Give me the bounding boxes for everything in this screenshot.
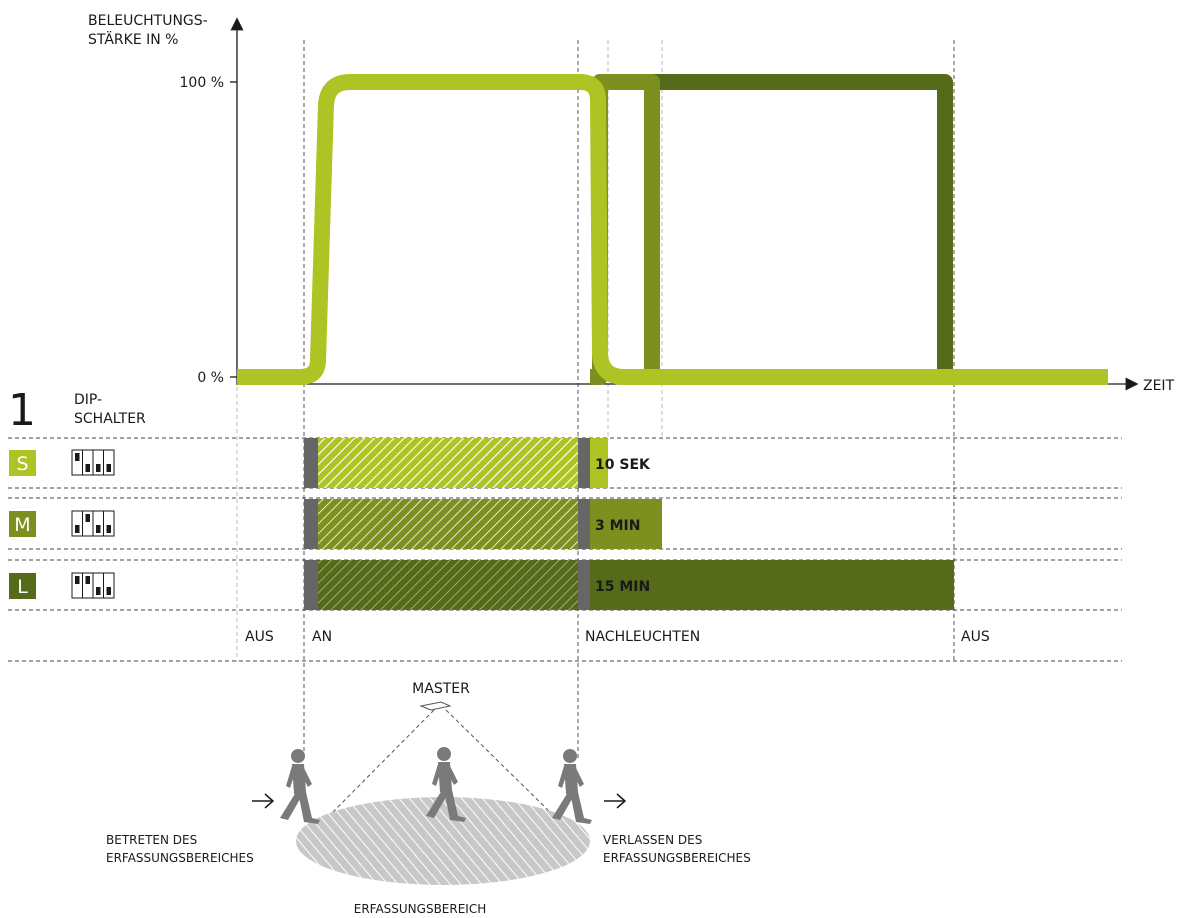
dip-label-line1: DIP- — [74, 392, 102, 408]
row-s-dip-switch-icon — [71, 449, 115, 476]
y-tick-label-100: 100 % — [180, 75, 224, 91]
leave-label-line1: VERLASSEN DES — [603, 833, 702, 847]
row-l-afterglow-bar — [590, 560, 954, 610]
row-s-duration: 10 SEK — [595, 457, 651, 473]
phase-aus-right: AUS — [961, 629, 990, 645]
row-l-dip-switch-icon — [71, 572, 115, 599]
sensor-icon — [419, 701, 452, 711]
master-label: MASTER — [412, 681, 470, 697]
y-axis-label-line1: BELEUCHTUNGS- — [88, 13, 208, 29]
x-axis-label: ZEIT — [1143, 378, 1175, 394]
detection-area — [296, 797, 590, 885]
row-m-end-marker — [578, 499, 590, 549]
phase-an: AN — [312, 629, 332, 645]
row-l: L 15 MIN — [9, 560, 954, 610]
row-m-duration: 3 MIN — [595, 518, 640, 534]
row-l-letter: L — [17, 576, 28, 598]
walking-person-icon — [280, 749, 320, 824]
row-m-letter-box — [9, 511, 36, 537]
walking-person-icon — [552, 749, 592, 824]
detection-cone-left — [329, 709, 435, 816]
row-m: M 3 MIN — [9, 499, 662, 549]
dip-label-line2: SCHALTER — [74, 411, 146, 427]
phase-nachleuchten: NACHLEUCHTEN — [585, 629, 700, 645]
leave-arrow-icon — [604, 793, 627, 809]
row-m-start-marker — [304, 499, 318, 549]
curve-short — [237, 74, 1108, 385]
row-s-end-marker — [578, 438, 590, 488]
y-axis-label-line2: STÄRKE IN % — [88, 30, 179, 48]
row-l-letter-box — [9, 573, 36, 599]
phase-aus-left: AUS — [245, 629, 274, 645]
leave-label-line2: ERFASSUNGSBEREICHES — [603, 851, 751, 865]
row-s-afterglow-bar — [590, 438, 608, 488]
row-l-end-marker — [578, 560, 590, 610]
enter-label-line1: BETRETEN DES — [106, 833, 197, 847]
y-tick-label-0: 0 % — [197, 370, 224, 386]
enter-arrow-icon — [252, 793, 275, 809]
row-s-letter: S — [16, 453, 28, 475]
row-s-letter-box — [9, 450, 36, 476]
row-s-start-marker — [304, 438, 318, 488]
row-m-dip-switch-icon — [71, 510, 115, 537]
area-label: ERFASSUNGSBEREICH — [354, 902, 487, 916]
row-s: S 10 SEK — [9, 438, 651, 488]
row-l-duration: 15 MIN — [595, 579, 650, 595]
enter-label-line2: ERFASSUNGSBEREICHES — [106, 851, 254, 865]
row-m-on-bar — [318, 499, 578, 549]
dip-number: 1 — [8, 385, 36, 436]
detection-cone-right — [445, 709, 554, 816]
row-m-afterglow-bar — [590, 499, 662, 549]
row-l-start-marker — [304, 560, 318, 610]
row-m-letter: M — [14, 514, 30, 536]
row-s-on-bar — [318, 438, 578, 488]
row-l-on-bar — [318, 560, 578, 610]
